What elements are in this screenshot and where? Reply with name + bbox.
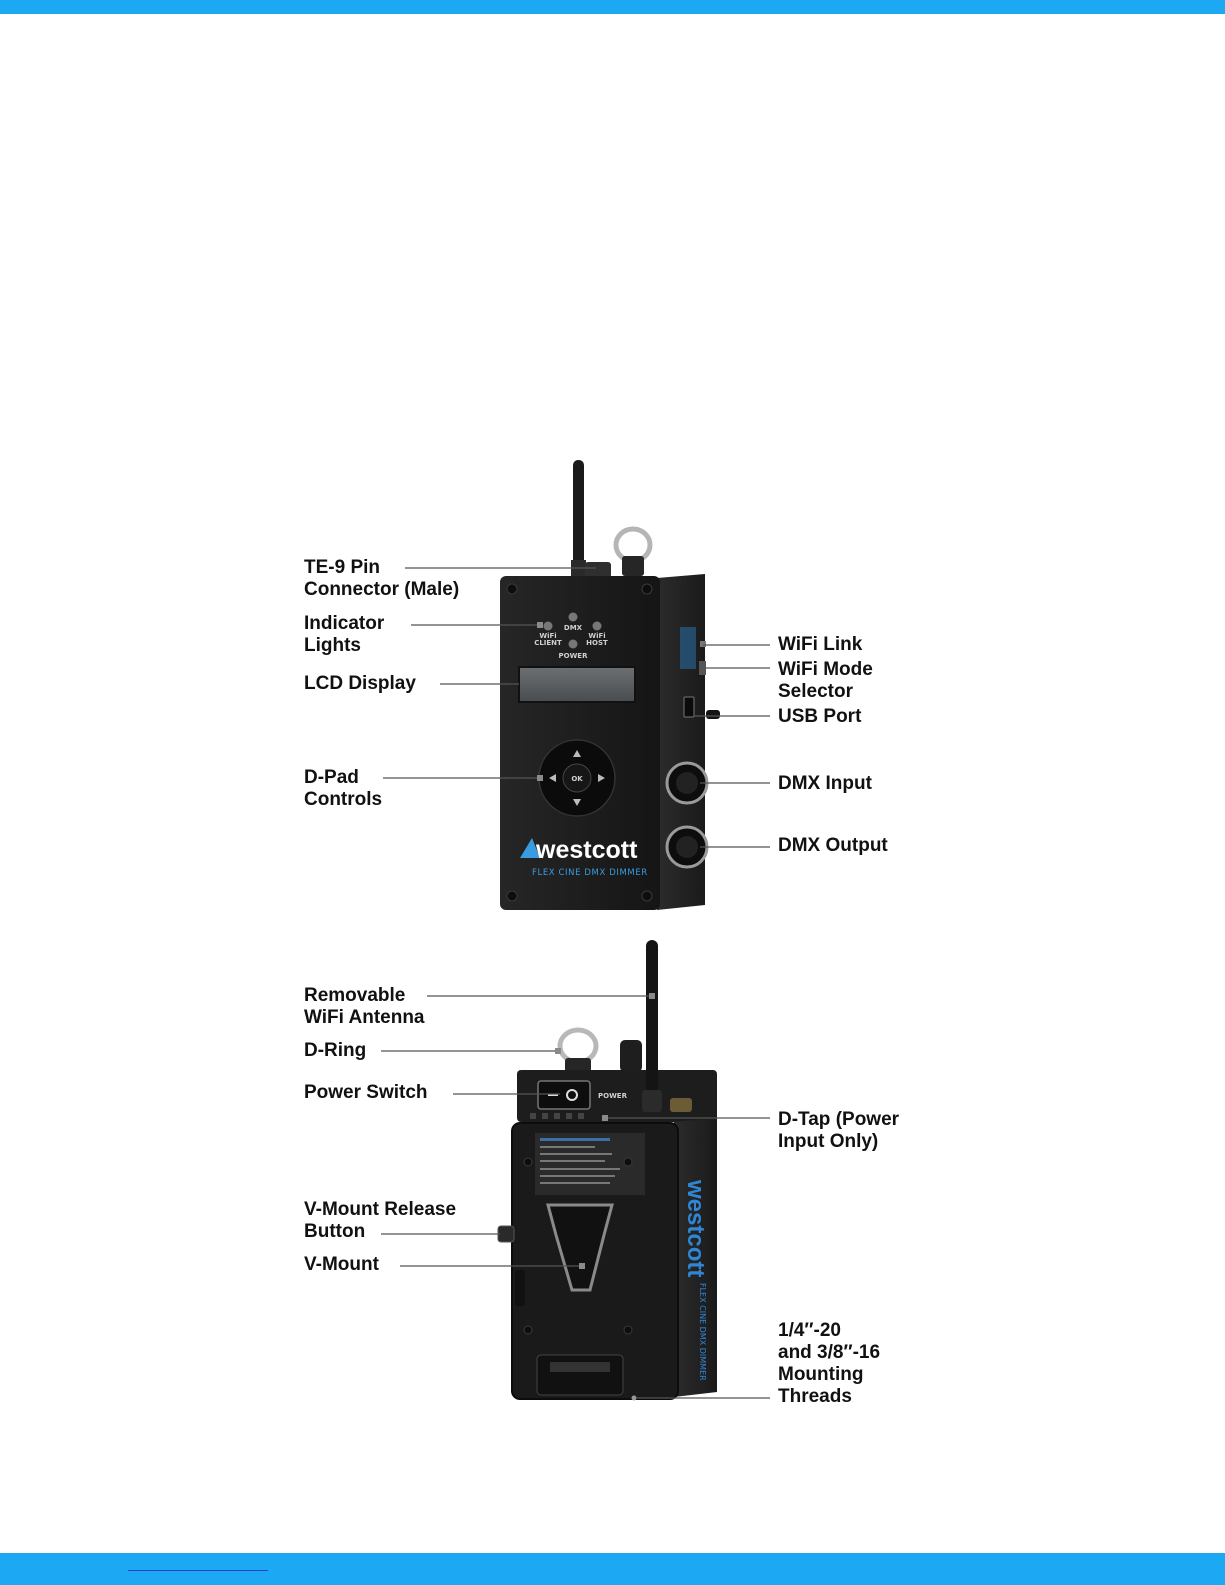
led-power-text: POWER — [559, 652, 589, 660]
screw-icon — [641, 583, 653, 595]
label-wifi-mode-selector: WiFi Mode Selector — [778, 659, 873, 702]
westcott-logo-icon — [520, 838, 540, 858]
screw-icon — [641, 890, 653, 902]
screw-icon — [623, 1157, 633, 1167]
te9-connector-icon — [585, 562, 611, 578]
label-vmount-release: V-Mount Release Button — [304, 1199, 457, 1242]
label-te9-connector: TE-9 Pin Connector (Male) — [304, 557, 460, 600]
dpad-down-icon[interactable] — [573, 799, 581, 806]
label-dmx-input: DMX Input — [778, 773, 872, 794]
dpad-right-icon[interactable] — [598, 774, 605, 782]
usb-port-icon — [683, 696, 695, 718]
bottom-accent-bar — [0, 1553, 1225, 1585]
power-switch-text: POWER — [598, 1092, 628, 1100]
back-d-ring-icon — [557, 1027, 599, 1065]
wifi-link-led-icon — [700, 641, 706, 647]
front-model-text: FLEX CINE DMX DIMMER — [532, 868, 648, 878]
dpad-left-icon[interactable] — [549, 774, 556, 782]
label-mounting-threads: 1/4″-20 and 3/8″-16 Mounting Threads — [778, 1320, 881, 1407]
label-d-tap: D-Tap (Power Input Only) — [778, 1109, 900, 1152]
top-accent-bar — [0, 0, 1225, 14]
label-indicator-lights: Indicator Lights — [304, 613, 385, 656]
dpad-up-icon[interactable] — [573, 750, 581, 757]
label-power-switch: Power Switch — [304, 1082, 428, 1103]
lcd-display-screen — [518, 666, 636, 703]
label-dpad-controls: D-Pad Controls — [304, 767, 383, 810]
vent-icon — [530, 1113, 584, 1119]
led-wifi-client-icon — [543, 621, 553, 631]
led-dmx-text: DMX — [564, 624, 583, 632]
side-model-text: FLEX CINE DMX DIMMER — [698, 1283, 707, 1381]
back-leader-lines — [381, 993, 770, 1399]
label-dmx-output: DMX Output — [778, 835, 888, 856]
side-brand-text: westcott — [682, 1179, 709, 1277]
back-device: POWER westcott FLEX CINE DMX DIMMER — [497, 940, 717, 1401]
back-antenna — [646, 940, 658, 1112]
mounting-thread-icon — [631, 1395, 637, 1401]
bottom-connector-icon — [536, 1354, 624, 1396]
label-wifi-link: WiFi Link — [778, 634, 863, 655]
back-side-panel — [674, 1118, 717, 1397]
label-d-ring: D-Ring — [304, 1040, 367, 1061]
screw-icon — [506, 890, 518, 902]
label-lcd-display: LCD Display — [304, 673, 416, 694]
label-usb-port: USB Port — [778, 706, 862, 727]
dpad-ok-button[interactable] — [562, 763, 592, 793]
screw-icon — [623, 1325, 633, 1335]
screw-icon — [523, 1157, 533, 1167]
vmount-icon — [546, 1203, 614, 1292]
d-tap-port-icon — [670, 1098, 692, 1112]
led-power-icon — [568, 639, 578, 649]
led-wifi-host-icon — [592, 621, 602, 631]
footer-link-underline[interactable] — [128, 1570, 268, 1571]
wifi-mode-switch-icon — [699, 661, 706, 675]
led-dmx-icon — [568, 612, 578, 622]
screw-icon — [523, 1325, 533, 1335]
front-antenna — [573, 460, 584, 578]
label-removable-antenna: Removable WiFi Antenna — [304, 985, 425, 1028]
vmount-release-button[interactable] — [497, 1225, 515, 1243]
front-leader-lines — [383, 567, 770, 848]
label-vmount: V-Mount — [304, 1254, 379, 1275]
screw-icon — [506, 583, 518, 595]
dpad-ok-text: OK — [571, 775, 583, 783]
power-switch-button[interactable] — [537, 1080, 591, 1110]
front-brand-text: westcott — [535, 836, 638, 864]
